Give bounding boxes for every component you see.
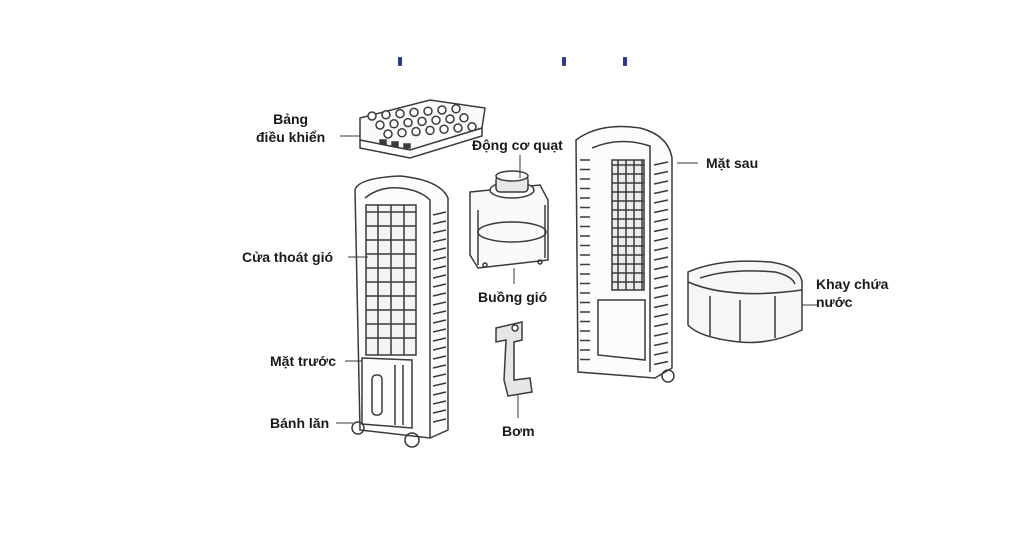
front-side-rib	[433, 257, 446, 260]
back-rib-right	[654, 229, 668, 232]
back-rib-right	[654, 362, 668, 365]
front-side-rib	[433, 302, 446, 305]
front-side-rib	[433, 221, 446, 224]
control-panel-hole	[452, 105, 460, 113]
label-front-panel: Mặt trước	[270, 353, 336, 369]
label-water-tray-line2: nước	[816, 294, 853, 310]
control-panel-hole	[432, 116, 440, 124]
back-rib-right	[654, 181, 668, 184]
label-casters: Bánh lăn	[270, 415, 330, 431]
front-side-rib	[433, 248, 446, 251]
front-panel-part	[352, 176, 448, 447]
control-panel-hole	[454, 124, 462, 132]
front-side-rib	[433, 320, 446, 323]
control-panel-hole	[376, 121, 384, 129]
leader-lines	[336, 136, 818, 423]
back-rib-right	[654, 343, 668, 346]
front-side-rib	[433, 410, 446, 413]
front-side-rib	[433, 401, 446, 404]
front-side-rib	[433, 293, 446, 296]
back-rib-right	[654, 324, 668, 327]
label-control-panel-line1: Bảng	[273, 111, 309, 127]
label-water-tray: Khay chứa nước	[816, 275, 888, 311]
back-rib-right	[654, 238, 668, 241]
label-fan-chamber: Buồng gió	[478, 289, 548, 305]
control-panel-hole	[412, 128, 420, 136]
back-rib-right	[654, 191, 668, 194]
control-panel-hole	[438, 106, 446, 114]
back-rib-right	[654, 295, 668, 298]
front-side-rib	[433, 392, 446, 395]
front-side-rib	[433, 374, 446, 377]
back-rib-right	[654, 248, 668, 251]
front-side-rib	[433, 383, 446, 386]
back-rib-right	[654, 333, 668, 336]
back-rib-right	[654, 257, 668, 260]
label-pump: Bơm	[502, 423, 535, 439]
water-tray-part	[688, 261, 802, 342]
label-fan-motor: Động cơ quạt	[472, 137, 563, 153]
control-panel-hole	[398, 129, 406, 137]
label-water-tray-line1: Khay chứa	[816, 276, 889, 292]
label-back-panel: Mặt sau	[706, 155, 759, 171]
control-panel-hole	[368, 112, 376, 120]
front-side-rib	[433, 212, 446, 215]
front-side-rib	[433, 365, 446, 368]
back-rib-right	[654, 219, 668, 222]
control-panel-hole	[390, 120, 398, 128]
front-side-rib	[433, 230, 446, 233]
label-control-panel: Bảng điều khiển	[256, 110, 325, 146]
control-panel-hole	[382, 111, 390, 119]
label-air-outlet: Cửa thoát gió	[242, 249, 334, 265]
control-panel-part	[360, 100, 485, 158]
front-side-rib	[433, 275, 446, 278]
control-panel-hole	[468, 123, 476, 131]
front-side-rib	[433, 266, 446, 269]
control-panel-hole	[396, 110, 404, 118]
control-panel-hole	[384, 130, 392, 138]
control-panel-hole	[404, 119, 412, 127]
front-side-rib	[433, 338, 446, 341]
front-side-rib	[433, 419, 446, 422]
front-side-rib	[433, 284, 446, 287]
pump-part	[496, 322, 532, 396]
back-rib-right	[654, 286, 668, 289]
back-rib-right	[654, 172, 668, 175]
back-rib-right	[654, 276, 668, 279]
back-rib-right	[654, 305, 668, 308]
back-rib-right	[654, 162, 668, 165]
fan-assembly-part	[470, 171, 548, 268]
back-rib-right	[654, 267, 668, 270]
back-rib-right	[654, 210, 668, 213]
back-rib-right	[654, 352, 668, 355]
control-panel-hole	[426, 126, 434, 134]
control-panel-hole	[440, 125, 448, 133]
front-side-rib	[433, 311, 446, 314]
front-side-rib	[433, 239, 446, 242]
front-side-rib	[433, 329, 446, 332]
control-panel-hole	[410, 108, 418, 116]
back-rib-right	[654, 314, 668, 317]
control-panel-hole	[418, 117, 426, 125]
title-fragment	[398, 57, 627, 66]
front-side-rib	[433, 356, 446, 359]
back-rib-right	[654, 200, 668, 203]
front-side-rib	[433, 347, 446, 350]
control-panel-hole	[424, 107, 432, 115]
control-panel-hole	[446, 115, 454, 123]
back-panel-part	[576, 127, 674, 383]
control-panel-hole	[460, 114, 468, 122]
label-control-panel-line2: điều khiển	[256, 129, 326, 145]
